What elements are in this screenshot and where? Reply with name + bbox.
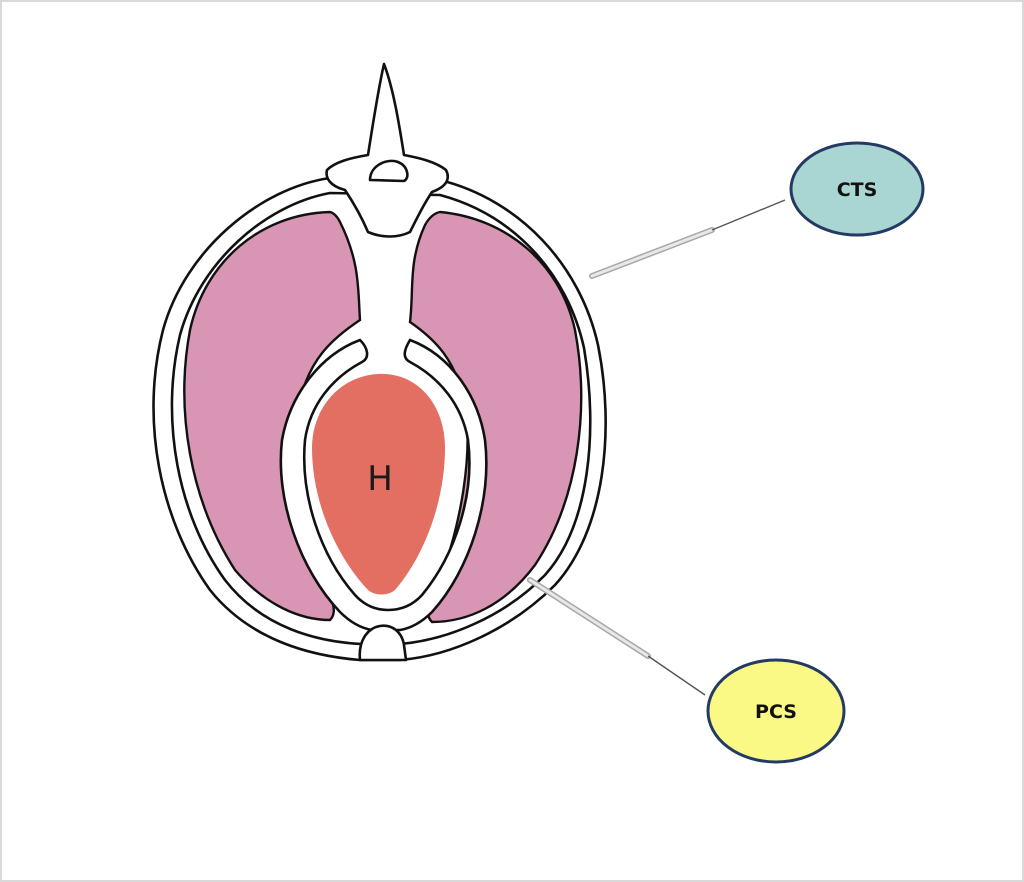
sternum (358, 624, 408, 662)
pericardium-outer (279, 338, 488, 632)
chest-tube-cts (589, 199, 786, 279)
heart-label: H (367, 459, 393, 499)
pcs-label: PCS (755, 701, 797, 723)
pcs-callout: PCS (706, 658, 846, 764)
vertebra (325, 62, 450, 238)
cts-callout: CTS (789, 141, 925, 237)
spinal-canal (368, 159, 409, 183)
heart (312, 373, 445, 595)
cts-label: CTS (837, 179, 878, 201)
drain-pcs (527, 577, 706, 696)
